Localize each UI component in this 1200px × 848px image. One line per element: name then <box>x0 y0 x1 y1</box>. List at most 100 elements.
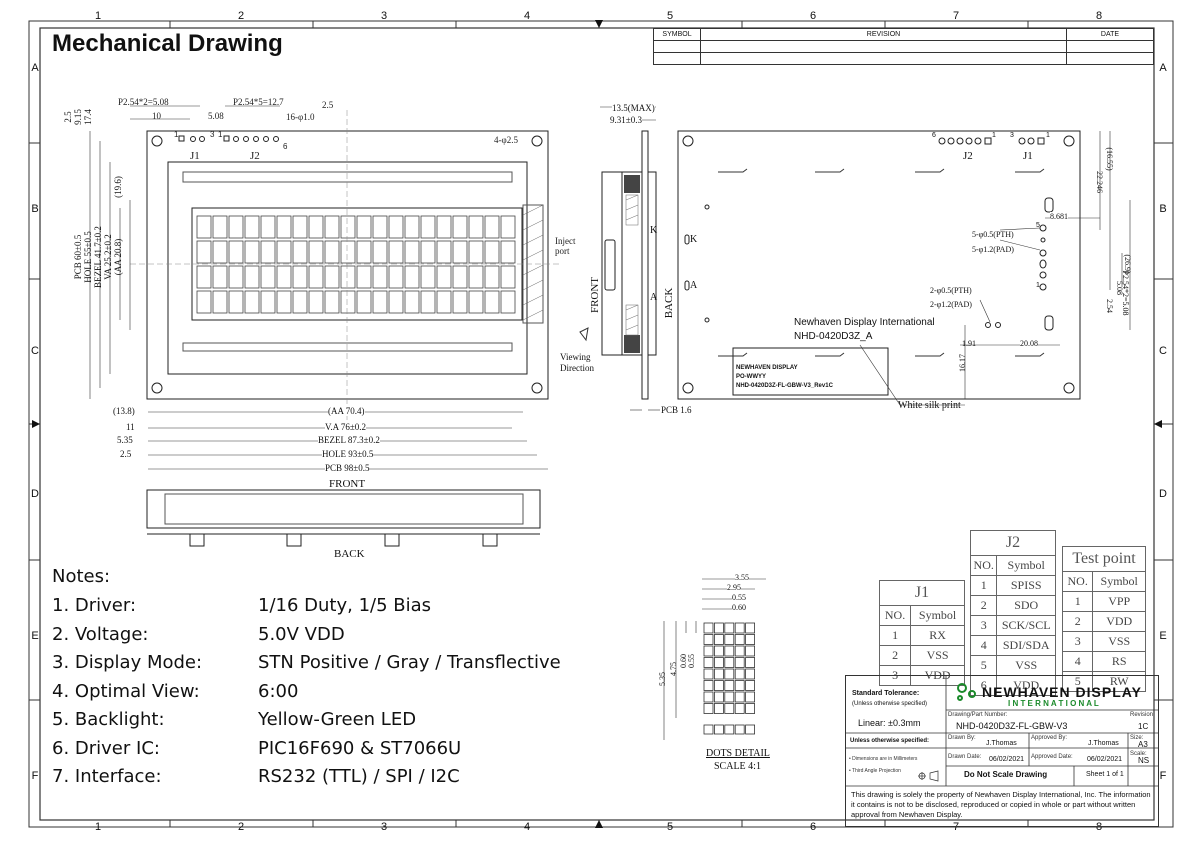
character-cell <box>388 215 404 239</box>
cursor-dot <box>734 724 745 735</box>
dot <box>714 691 724 703</box>
note-value: Yellow-Green LED <box>258 709 417 730</box>
pin-number-cell: 2 <box>1061 611 1094 632</box>
character-cell <box>260 265 276 289</box>
part-number-label: Drawing/Part Number: <box>948 712 1008 718</box>
pin-number: 3 <box>1010 132 1014 139</box>
pin-number-cell: 1 <box>878 625 912 646</box>
character-cell <box>196 240 212 264</box>
character-cell <box>244 290 260 314</box>
model-silk-text: NHD-0420D3Z_A <box>794 331 873 342</box>
drawn-date: 06/02/2021 <box>989 756 1025 763</box>
pin-symbol-cell: VSS <box>996 655 1056 676</box>
character-cell <box>420 240 436 264</box>
character-cell <box>340 265 356 289</box>
logo-text-bottom: I N T E R N A T I O N A L <box>1008 699 1099 708</box>
pad-2-label: 2-φ1.2(PAD) <box>930 300 972 309</box>
dots-detail-title: DOTS DETAIL <box>706 748 770 759</box>
dot <box>734 691 745 703</box>
dot <box>734 657 745 668</box>
character-cell <box>404 290 420 314</box>
character-cell <box>468 290 484 314</box>
pin-number-cell: 5 <box>969 655 998 676</box>
character-cell <box>212 215 228 239</box>
character-cell <box>244 240 260 264</box>
approved-date: 06/02/2021 <box>1087 756 1123 763</box>
character-cell <box>356 265 372 289</box>
note-key: 6. Driver IC: <box>52 737 160 759</box>
j1-table-title: J1 <box>879 580 965 606</box>
dot <box>734 680 745 691</box>
character-cell <box>404 215 420 239</box>
character-cell <box>340 240 356 264</box>
character-cell <box>196 290 212 314</box>
dim-pcb-width: PCB 98±0.5 <box>325 463 370 473</box>
dot <box>703 703 714 714</box>
character-cell <box>324 265 340 289</box>
dim-pitch-2: P2.54*2=5.08 <box>118 97 169 107</box>
pth-2-label: 2-φ0.5(PTH) <box>930 286 972 295</box>
character-cell <box>196 265 212 289</box>
dot <box>745 680 755 691</box>
column-number: 2 <box>237 10 245 22</box>
pin-number-cell: 1 <box>969 575 998 596</box>
note-value: PIC16F690 & ST7066U <box>258 737 462 759</box>
note-value: 5.0V VDD <box>258 623 345 645</box>
dot <box>745 657 755 668</box>
pad-5-label: 5-φ1.2(PAD) <box>972 245 1014 254</box>
dot <box>714 645 724 657</box>
pin-number: 3 <box>210 130 215 139</box>
approved-date-label: Approved Date: <box>1031 754 1073 760</box>
pin-number: 1 <box>1046 132 1050 139</box>
character-cell <box>276 240 292 264</box>
character-cell <box>372 290 388 314</box>
character-cell <box>420 265 436 289</box>
pin-symbol-cell: VSS <box>1092 631 1146 652</box>
dot <box>745 645 755 657</box>
character-cell <box>260 290 276 314</box>
dot <box>703 645 714 657</box>
character-cell <box>356 215 372 239</box>
dot <box>714 634 724 645</box>
dot <box>734 668 745 680</box>
character-cell <box>308 290 324 314</box>
character-cell <box>340 290 356 314</box>
character-cell <box>308 215 324 239</box>
table-header: NO. <box>1061 571 1094 592</box>
dim-11: 11 <box>126 422 135 432</box>
column-number: 6 <box>809 10 817 22</box>
character-cell <box>500 215 516 239</box>
character-cell <box>452 265 468 289</box>
character-cell <box>436 240 452 264</box>
dim-2-5-bottom: 2.5 <box>120 449 132 459</box>
j2-table-title: J2 <box>970 530 1056 556</box>
dimensions-note: • Dimensions are in Millimeters <box>849 756 918 762</box>
revision-value: 1C <box>1138 722 1149 731</box>
dot <box>745 634 755 645</box>
standard-tolerance-label: Standard Tolerance: <box>852 690 920 697</box>
side-k-label: K <box>650 225 658 236</box>
pin-number: 5 <box>1036 222 1040 229</box>
pin-number-cell: 6 <box>969 675 998 696</box>
column-number: 5 <box>666 821 674 833</box>
character-cell <box>340 215 356 239</box>
character-cell <box>484 290 500 314</box>
pin-symbol-cell: SDI/SDA <box>996 635 1056 656</box>
character-cell <box>308 240 324 264</box>
pin-number: 1 <box>992 132 996 139</box>
dim-5-35: 5.35 <box>117 435 133 445</box>
character-cell <box>468 240 484 264</box>
dot <box>714 703 724 714</box>
cursor-dot <box>703 724 714 735</box>
dim-3-55: 3.55 <box>735 573 749 582</box>
pin-number: 6 <box>932 132 936 139</box>
character-cell <box>324 215 340 239</box>
dot <box>714 680 724 691</box>
column-number: 6 <box>809 821 817 833</box>
pin-symbol-cell: RW <box>1092 671 1146 692</box>
dot <box>703 668 714 680</box>
